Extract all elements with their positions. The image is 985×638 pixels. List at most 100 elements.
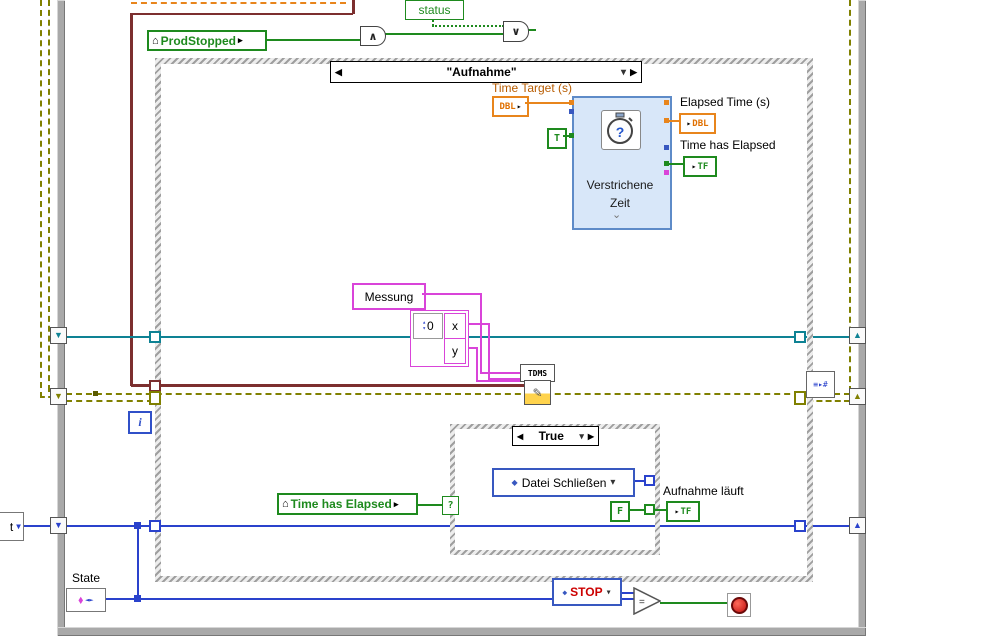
equal-comparison-node[interactable]: = [633,586,662,616]
case-menu-icon[interactable]: ▾ [621,66,627,78]
increment-decrement-icon[interactable]: ▴▾ [422,319,426,332]
wire-dbl-to-express [525,102,572,104]
wire-stop-to-compare [617,592,634,594]
case-selector-label[interactable]: "Aufnahme" [446,65,517,79]
and-gate-node[interactable]: ∧ [360,26,386,46]
case-next-icon[interactable]: ▶ [630,66,637,77]
shift-register-left-blue[interactable]: ▼ [50,517,67,534]
case-selector-aufnahme[interactable]: ◀ "Aufnahme" ▾ ▶ [330,61,642,83]
wire-error-s1 [40,396,53,398]
wire-status-dotted-v [432,17,434,26]
shift-register-left-teal[interactable]: ▼ [50,327,67,344]
dropdown-icon[interactable]: ▾ [605,586,612,598]
shift-register-right-teal[interactable]: ▲ [849,327,866,344]
elapsed-time-express-vi[interactable]: ? Verstrichene Zeit ⌄ [572,96,672,230]
and-glyph: ∧ [368,29,378,43]
express-nub-out-pink [664,170,669,175]
prodstopped-control[interactable]: ⌂ ProdStopped ▸ [147,30,267,51]
case-prev-icon[interactable]: ◀ [335,66,342,77]
or-gate-node[interactable]: ∨ [503,21,529,42]
dropdown-icon[interactable]: ▾ [610,477,616,488]
express-vi-title-line2: Zeit [609,196,630,210]
arrow-out-icon: ▸ [237,35,243,45]
loop-condition-terminal[interactable] [727,593,751,617]
wire-bool-prodstopped-and [263,39,360,41]
bundle-y-element[interactable]: y [444,338,466,364]
elapsed-time-dbl-indicator[interactable]: ▸ DBL [679,113,716,134]
express-nub-out-orange1 [664,100,669,105]
wire-blue-state-stub [104,598,138,600]
express-nub-out-green [664,161,669,166]
wire-cluster-top-h [131,13,353,15]
function-node-icon[interactable]: ≡▸# [806,371,835,398]
wire-blue-bottom-row [137,598,634,600]
t-control[interactable]: t ▼ [0,512,24,541]
enum-bullet-icon: ◆ [562,587,568,597]
wire-pink-2a [464,323,490,325]
numeric-zero-constant[interactable]: ▴▾ 0 [413,313,443,339]
or-glyph: ∨ [511,25,521,38]
inner-case-selector-label[interactable]: True [538,429,564,443]
tdms-label: TDMS [527,368,548,378]
tdms-write-node-body[interactable]: ✎ [524,380,551,405]
stop-button-icon [730,596,748,614]
wire-pink-2c [488,378,524,380]
messung-control[interactable]: Messung [352,283,426,310]
wire-error-v2 [48,0,50,391]
sr-down-icon: ▼ [54,330,63,340]
numeric-zero-value[interactable]: 0 [426,319,434,333]
wire-error-v3 [849,0,851,392]
wire-compare-to-stopterm [660,602,728,604]
time-has-elapsed-tf-indicator[interactable]: ▸ TF [683,156,717,177]
t-dropdown-icon[interactable]: ▼ [16,522,21,531]
stop-enum-constant[interactable]: ◆ STOP ▾ [552,578,622,606]
express-nub-in-blue [569,109,574,114]
iteration-label: i [138,415,142,429]
wire-error-h-right2 [798,400,850,402]
case-menu-icon[interactable]: ▾ [579,430,584,441]
stopwatch-icon: ? [607,112,633,144]
case-selector-terminal[interactable]: ? [442,496,459,515]
false-constant[interactable]: F [610,501,630,522]
time-has-elapsed-control[interactable]: ⌂ Time has Elapsed ▸ [277,493,418,515]
time-target-dbl-terminal[interactable]: DBL ▸ [492,96,529,117]
stop-enum-label: STOP [570,585,603,599]
shift-register-right-error[interactable]: ▲ [849,388,866,405]
aufnahme-laeuft-label: Aufnahme läuft [663,484,744,498]
time-has-elapsed-label: Time has Elapsed [680,138,776,152]
status-terminal[interactable]: status [405,0,464,20]
t-control-label: t [9,519,14,534]
case-prev-icon[interactable]: ◀ [517,431,524,441]
home-icon: ⌂ [152,34,159,47]
wire-t-to-express [563,135,572,137]
bundle-x-element[interactable]: x [444,313,466,339]
express-expand-chevron-icon[interactable]: ⌄ [612,209,622,221]
dbl-indicator-label: DBL [692,118,709,129]
dbl-label: DBL [499,101,516,112]
wire-pink-3b [476,347,478,382]
while-loop-border-left [57,0,65,636]
tunnel-teal-right [794,331,806,343]
time-has-elapsed-ctrl-label: Time has Elapsed [290,497,392,511]
wire-pink-1c [480,372,524,374]
wire-junction-2 [134,595,141,602]
shift-register-right-blue[interactable]: ▲ [849,517,866,534]
wire-error-v1 [40,0,42,398]
inner-case-selector[interactable]: ◀ True ▾ ▶ [512,426,599,446]
true-constant[interactable]: T [547,128,567,149]
terminal-out-arrow-icon: ▸ [516,102,522,111]
datei-schliessen-enum[interactable]: ◆ Datei Schließen ▾ [492,468,635,497]
false-constant-label: F [616,506,624,517]
svg-text:?: ? [616,124,625,140]
enum-type-icon: ⬧ [78,594,84,606]
wire-dbl-dash-top [131,2,346,4]
aufnahme-laeuft-tf-indicator[interactable]: ▸ TF [666,501,700,522]
shift-register-left-error[interactable]: ▼ [50,388,67,405]
while-loop-border-right [858,0,866,636]
case-next-icon[interactable]: ▶ [587,431,594,441]
express-nub-out-orange2 [664,118,669,123]
iteration-terminal[interactable]: i [128,411,152,434]
tunnel-error-left [149,391,161,405]
state-enum-terminal[interactable]: ⬧ ◄► [66,588,106,612]
